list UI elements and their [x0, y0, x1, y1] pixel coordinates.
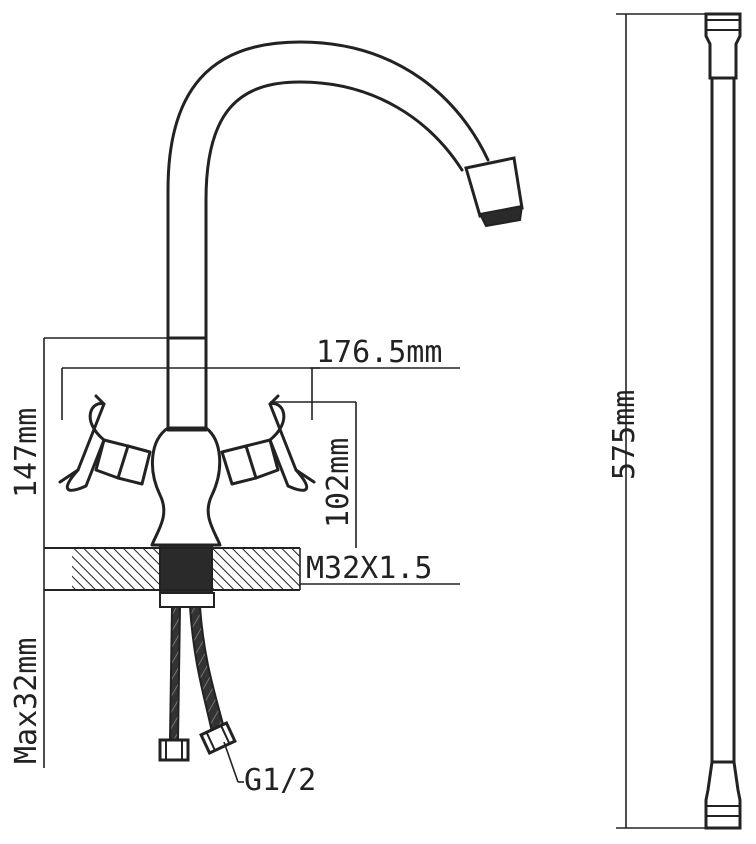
dimension-connector-label: G1/2	[244, 763, 316, 798]
spout-outer	[166, 40, 490, 340]
hose-bottom-fitting	[704, 760, 742, 830]
threaded-shank	[159, 544, 213, 594]
dimension-spread: 176.5mm	[61, 335, 460, 420]
spout-inner	[204, 80, 464, 340]
hose-body	[710, 76, 736, 764]
dimension-height-total-label: 147mm	[9, 408, 44, 498]
faucet-body	[150, 426, 222, 547]
left-handle	[58, 394, 152, 492]
dimension-max-thickness: Max32mm	[9, 548, 45, 768]
dimension-max-thickness-label: Max32mm	[9, 638, 44, 764]
connector-right	[199, 721, 237, 755]
dimension-handle-height: 102mm	[270, 401, 357, 548]
dimension-handle-height-label: 102mm	[321, 438, 356, 528]
flex-hose: 575mm	[607, 12, 742, 830]
hose-length-label: 575mm	[607, 390, 642, 480]
dimension-spread-label: 176.5mm	[316, 335, 442, 370]
dimension-thread: M32X1.5	[299, 548, 460, 590]
dimension-connector: G1/2	[223, 741, 316, 798]
shank-nut	[159, 592, 215, 608]
faucet-column	[166, 336, 208, 432]
aerator-tip	[478, 204, 524, 228]
dimension-thread-label: M32X1.5	[306, 551, 432, 586]
hose-top-fitting	[704, 12, 742, 80]
dimension-height-total: 147mm	[9, 337, 168, 548]
hose-left	[168, 606, 182, 741]
right-handle	[220, 394, 316, 492]
connector-left	[158, 738, 190, 762]
faucet	[58, 40, 524, 762]
countertop	[44, 547, 300, 591]
hose-right	[188, 606, 226, 734]
